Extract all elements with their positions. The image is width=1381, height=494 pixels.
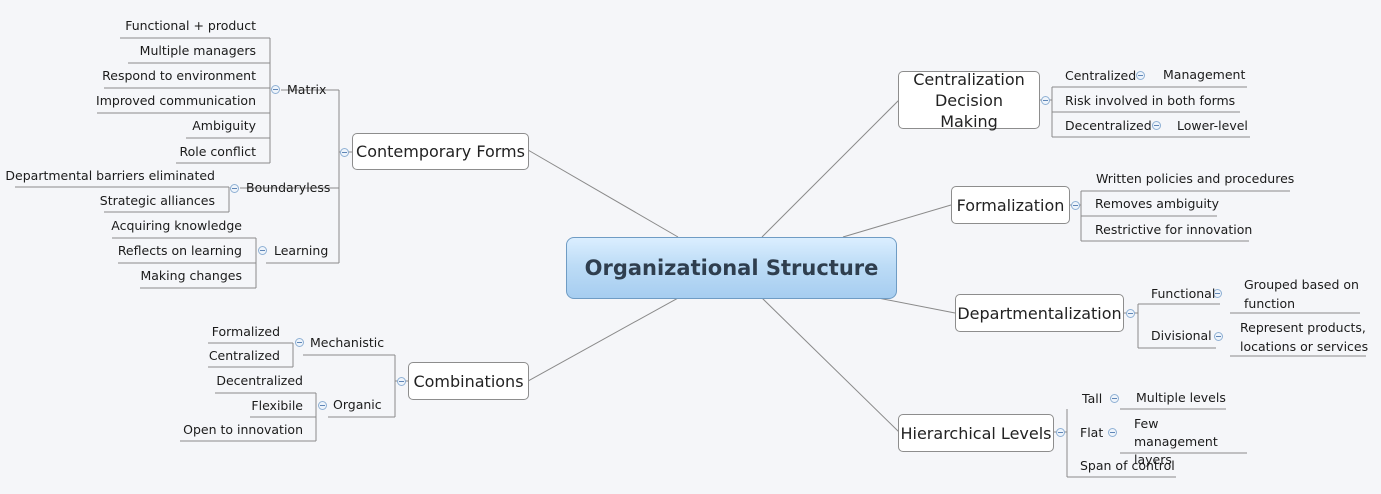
leaf-ambiguity[interactable]: Ambiguity (192, 118, 256, 133)
root-topic[interactable]: Organizational Structure (566, 237, 897, 299)
topic-centralization-decision-making[interactable]: Centralization Decision Making (898, 70, 1040, 131)
collapse-icon[interactable] (1108, 428, 1117, 437)
collapse-icon[interactable] (1071, 201, 1080, 210)
topic-formalization[interactable]: Formalization (951, 186, 1070, 224)
collapse-icon[interactable] (397, 377, 406, 386)
subtopic-organic[interactable]: Organic (333, 397, 382, 412)
subtopic-decentralized[interactable]: Decentralized (1065, 118, 1152, 133)
leaf-lower-level[interactable]: Lower-level (1177, 118, 1248, 133)
leaf-flexibile[interactable]: Flexibile (251, 398, 303, 413)
collapse-icon[interactable] (1041, 96, 1050, 105)
leaf-removes-ambiguity[interactable]: Removes ambiguity (1095, 196, 1220, 211)
collapse-icon[interactable] (318, 401, 327, 410)
subtopic-tall[interactable]: Tall (1082, 391, 1103, 406)
subtopic-divisional[interactable]: Divisional (1151, 328, 1212, 343)
leaf-risk-both-forms[interactable]: Risk involved in both forms (1065, 93, 1236, 108)
topic-combinations[interactable]: Combinations (408, 362, 529, 400)
leaf-multiple-levels[interactable]: Multiple levels (1136, 390, 1226, 405)
subtopic-mechanistic[interactable]: Mechanistic (310, 335, 385, 350)
collapse-icon[interactable] (1152, 121, 1161, 130)
leaf-strategic-alliances[interactable]: Strategic alliances (99, 193, 215, 208)
collapse-icon[interactable] (1213, 289, 1222, 298)
topic-hierarchical-levels[interactable]: Hierarchical Levels (898, 414, 1054, 452)
collapse-icon[interactable] (271, 85, 280, 94)
topic-contemporary-forms[interactable]: Contemporary Forms (352, 133, 529, 170)
subtopic-functional[interactable]: Functional (1151, 286, 1216, 301)
leaf-centralized[interactable]: Centralized (208, 348, 280, 363)
subtopic-centralized[interactable]: Centralized (1065, 68, 1137, 83)
leaf-making-changes[interactable]: Making changes (140, 268, 242, 283)
leaf-improved-communication[interactable]: Improved communication (96, 93, 256, 108)
leaf-reflects-on-learning[interactable]: Reflects on learning (117, 243, 242, 258)
leaf-functional-product[interactable]: Functional + product (125, 18, 256, 33)
leaf-formalized[interactable]: Formalized (211, 324, 280, 339)
collapse-icon[interactable] (1136, 71, 1145, 80)
collapse-icon[interactable] (1126, 309, 1135, 318)
leaf-open-to-innovation[interactable]: Open to innovation (183, 422, 303, 437)
leaf-respond-to-environment[interactable]: Respond to environment (102, 68, 256, 83)
collapse-icon[interactable] (340, 148, 349, 157)
leaf-decentralized[interactable]: Decentralized (216, 373, 303, 388)
subtopic-boundaryless[interactable]: Boundaryless (246, 180, 331, 195)
collapse-icon[interactable] (1214, 332, 1223, 341)
subtopic-flat[interactable]: Flat (1080, 425, 1104, 440)
leaf-departmental-barriers[interactable]: Departmental barriers eliminated (5, 168, 215, 183)
leaf-few-management-layers[interactable]: Few management layers (1134, 416, 1218, 467)
leaf-role-conflict[interactable]: Role conflict (179, 144, 256, 159)
leaf-management[interactable]: Management (1163, 67, 1246, 82)
topic-departmentalization[interactable]: Departmentalization (955, 294, 1124, 332)
leaf-grouped-function[interactable]: Grouped based on function (1244, 277, 1359, 311)
collapse-icon[interactable] (1056, 428, 1065, 437)
subtopic-matrix[interactable]: Matrix (287, 82, 327, 97)
collapse-icon[interactable] (258, 246, 267, 255)
collapse-icon[interactable] (230, 184, 239, 193)
subtopic-learning[interactable]: Learning (274, 243, 329, 258)
leaf-span-of-control[interactable]: Span of control (1080, 458, 1175, 473)
leaf-restrictive-innovation[interactable]: Restrictive for innovation (1095, 222, 1253, 237)
leaf-multiple-managers[interactable]: Multiple managers (139, 43, 256, 58)
leaf-written-policies[interactable]: Written policies and procedures (1096, 171, 1295, 186)
collapse-icon[interactable] (1110, 394, 1119, 403)
leaf-acquiring-knowledge[interactable]: Acquiring knowledge (111, 218, 242, 233)
leaf-represent-products[interactable]: Represent products, locations or service… (1240, 320, 1369, 354)
collapse-icon[interactable] (295, 338, 304, 347)
